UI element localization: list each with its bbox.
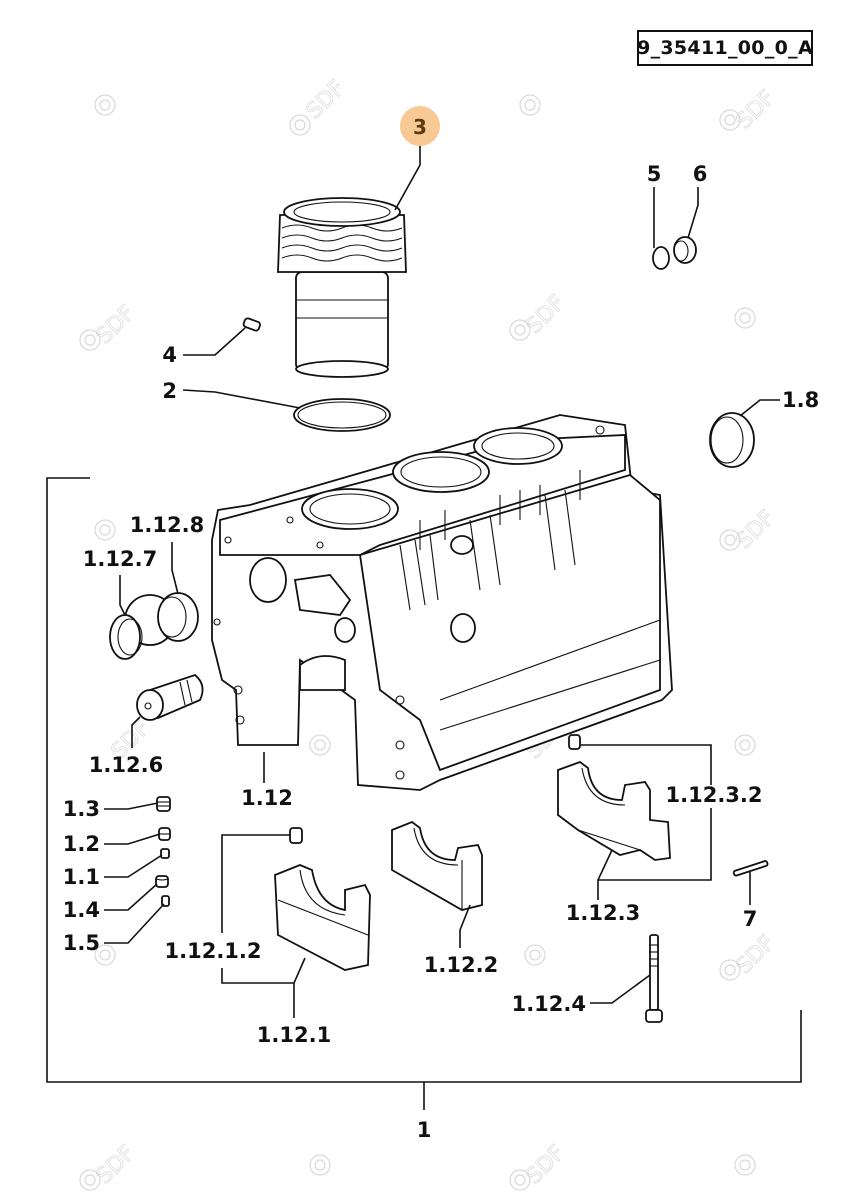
reference-code-box: 9_35411_00_0_A bbox=[637, 30, 813, 66]
bearing-cap-part[interactable] bbox=[391, 820, 483, 911]
watermark-logo-icon bbox=[509, 319, 531, 341]
watermark-text: SDF bbox=[732, 931, 780, 979]
callout-3[interactable]: 3 bbox=[413, 115, 427, 139]
watermark-text: SDF bbox=[92, 301, 140, 349]
callout-labels: 1 2 4 5 6 1.8 1.12.8 1.12.7 1.12.6 1.12 … bbox=[63, 162, 819, 1142]
callout-4[interactable]: 4 bbox=[162, 343, 177, 367]
assembly-bracket bbox=[46, 477, 802, 1110]
watermark-text: SDF bbox=[522, 291, 570, 339]
watermark-text: SDF bbox=[92, 1141, 140, 1189]
watermark-text: SDF bbox=[522, 1141, 570, 1189]
reference-code: 9_35411_00_0_A bbox=[637, 37, 813, 59]
watermark-text: SDF bbox=[302, 76, 350, 124]
leader-lines bbox=[104, 140, 780, 1018]
o-ring-inner bbox=[297, 401, 387, 429]
watermark-logo-icon bbox=[309, 734, 331, 756]
watermark-logo-icon bbox=[94, 94, 116, 116]
plug-1-5-part[interactable] bbox=[161, 895, 170, 907]
highlight-marker[interactable] bbox=[400, 106, 440, 146]
watermark-logo-icon bbox=[289, 114, 311, 136]
watermark-logo-icon bbox=[79, 329, 101, 351]
main-bearing-cap-part[interactable] bbox=[274, 827, 371, 971]
dowel-part[interactable] bbox=[242, 317, 261, 332]
callout-6[interactable]: 6 bbox=[693, 162, 708, 186]
watermark-logo-icon bbox=[94, 519, 116, 541]
watermark-logo-icon bbox=[719, 529, 741, 551]
watermark-text: SDF bbox=[732, 86, 780, 134]
watermark-logo-icon bbox=[309, 1154, 331, 1176]
callout-1-12-4[interactable]: 1.12.4 bbox=[512, 992, 586, 1016]
callout-1-12-1-2[interactable]: 1.12.1.2 bbox=[165, 939, 262, 963]
watermark-logo-icon bbox=[94, 944, 116, 966]
callout-1-12-6[interactable]: 1.12.6 bbox=[89, 753, 163, 777]
plug-1-1-part[interactable] bbox=[160, 848, 170, 859]
watermark-logo-icon bbox=[734, 307, 756, 329]
watermark-logo-icon bbox=[79, 1169, 101, 1191]
callout-1-12-7[interactable]: 1.12.7 bbox=[83, 547, 157, 571]
pin-part[interactable] bbox=[136, 673, 204, 721]
o-ring-part[interactable] bbox=[293, 398, 391, 432]
camshaft-bushing-part[interactable] bbox=[157, 592, 199, 642]
watermark-text: SDF bbox=[732, 506, 780, 554]
callout-1-12-2[interactable]: 1.12.2 bbox=[424, 953, 498, 977]
watermark-logo-icon bbox=[719, 959, 741, 981]
callout-7[interactable]: 7 bbox=[743, 907, 758, 931]
pin-7-part[interactable] bbox=[732, 860, 769, 877]
callout-1-2[interactable]: 1.2 bbox=[63, 832, 100, 856]
callout-1-1[interactable]: 1.1 bbox=[63, 865, 100, 889]
callout-5[interactable]: 5 bbox=[647, 162, 662, 186]
watermark-logo-icon bbox=[734, 1154, 756, 1176]
callout-1[interactable]: 1 bbox=[417, 1118, 432, 1142]
callout-2[interactable]: 2 bbox=[162, 379, 177, 403]
cylinder-liner-part[interactable] bbox=[277, 197, 407, 378]
watermark-logo-icon bbox=[519, 94, 541, 116]
seal-ring-part[interactable] bbox=[652, 246, 670, 270]
plug-part[interactable] bbox=[673, 236, 697, 264]
callout-1-12-1[interactable]: 1.12.1 bbox=[257, 1023, 331, 1047]
callout-1-12-8[interactable]: 1.12.8 bbox=[130, 513, 204, 537]
rear-bearing-cap-part[interactable] bbox=[557, 734, 671, 861]
watermark-logo-icon bbox=[734, 734, 756, 756]
engine-block-part[interactable] bbox=[211, 414, 673, 791]
callout-1-4[interactable]: 1.4 bbox=[63, 898, 100, 922]
callout-1-5[interactable]: 1.5 bbox=[63, 931, 100, 955]
callout-1-12-3-2[interactable]: 1.12.3.2 bbox=[666, 783, 763, 807]
plug-1-3-part[interactable] bbox=[156, 796, 171, 812]
callout-1-8[interactable]: 1.8 bbox=[782, 388, 819, 412]
cup-plug-part[interactable] bbox=[709, 412, 755, 468]
callout-1-12[interactable]: 1.12 bbox=[241, 786, 293, 810]
watermark-logo-icon bbox=[719, 109, 741, 131]
callout-1-3[interactable]: 1.3 bbox=[63, 797, 100, 821]
watermark-logo-icon bbox=[509, 1169, 531, 1191]
plug-1-2-part[interactable] bbox=[158, 827, 171, 841]
plug-1-4-part[interactable] bbox=[155, 875, 169, 888]
watermark-logo-icon bbox=[524, 944, 546, 966]
bolt-part[interactable] bbox=[645, 934, 663, 1023]
callout-1-12-3[interactable]: 1.12.3 bbox=[566, 901, 640, 925]
